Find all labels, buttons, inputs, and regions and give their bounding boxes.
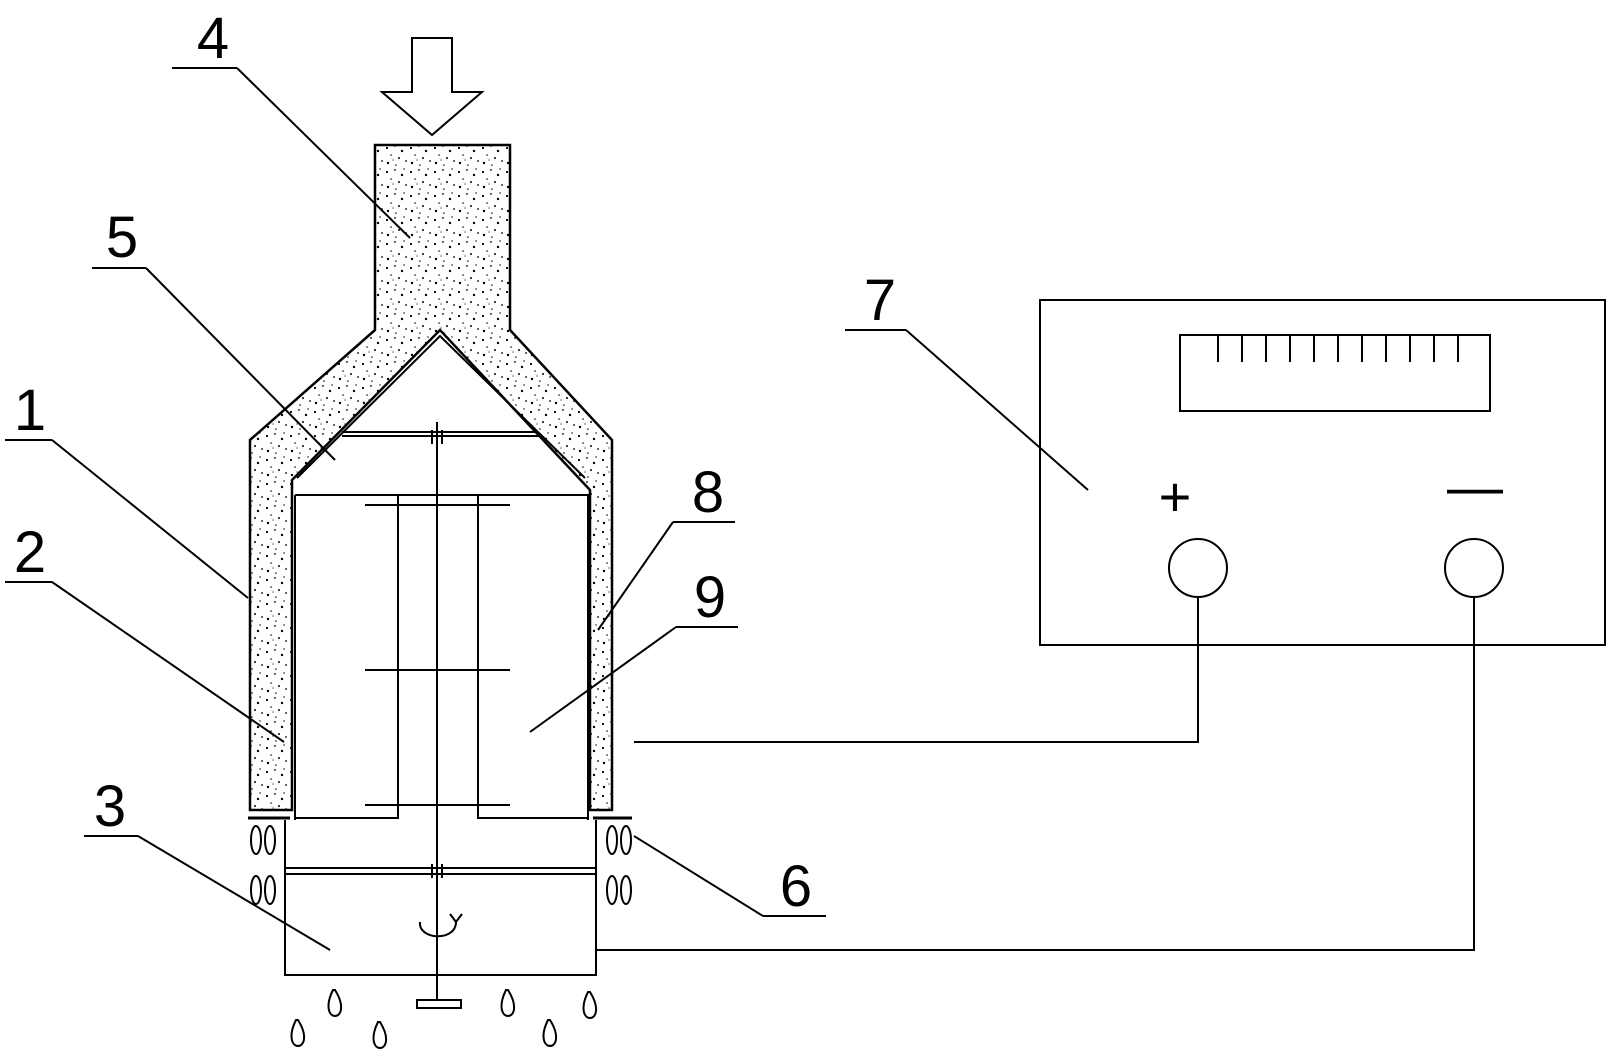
meter-scale-ticks	[1217, 335, 1459, 362]
droplets	[290, 989, 597, 1050]
shaft-base	[416, 999, 462, 1009]
label-7: 7	[864, 268, 896, 333]
leader-lines	[5, 67, 1089, 951]
rotation-arrow-icon	[419, 921, 457, 938]
label-4: 4	[197, 6, 229, 71]
left-plate	[295, 494, 399, 819]
feed-hopper-body	[248, 143, 614, 812]
label-6: 6	[780, 854, 812, 919]
label-8: 8	[692, 460, 724, 525]
rotation-arrowhead-icon	[449, 913, 463, 924]
label-1: 1	[14, 378, 46, 443]
right-plate	[477, 494, 589, 819]
negative-terminal-label: —	[1447, 455, 1503, 518]
collection-basin	[284, 820, 597, 976]
positive-terminal	[1168, 538, 1228, 598]
label-5: 5	[106, 205, 138, 270]
positive-wire	[634, 597, 1199, 743]
label-9: 9	[694, 565, 726, 630]
negative-wire	[597, 597, 1475, 951]
power-meter-display	[1179, 334, 1491, 412]
negative-terminal	[1444, 538, 1504, 598]
power-supply-box	[1039, 299, 1606, 646]
spray-nozzles-left	[250, 825, 276, 905]
positive-terminal-label: +	[1159, 465, 1192, 528]
feed-arrow	[379, 37, 485, 137]
spray-nozzles-right	[606, 825, 632, 905]
chamber-cap	[296, 334, 586, 479]
label-3: 3	[94, 774, 126, 839]
label-2: 2	[14, 520, 46, 585]
